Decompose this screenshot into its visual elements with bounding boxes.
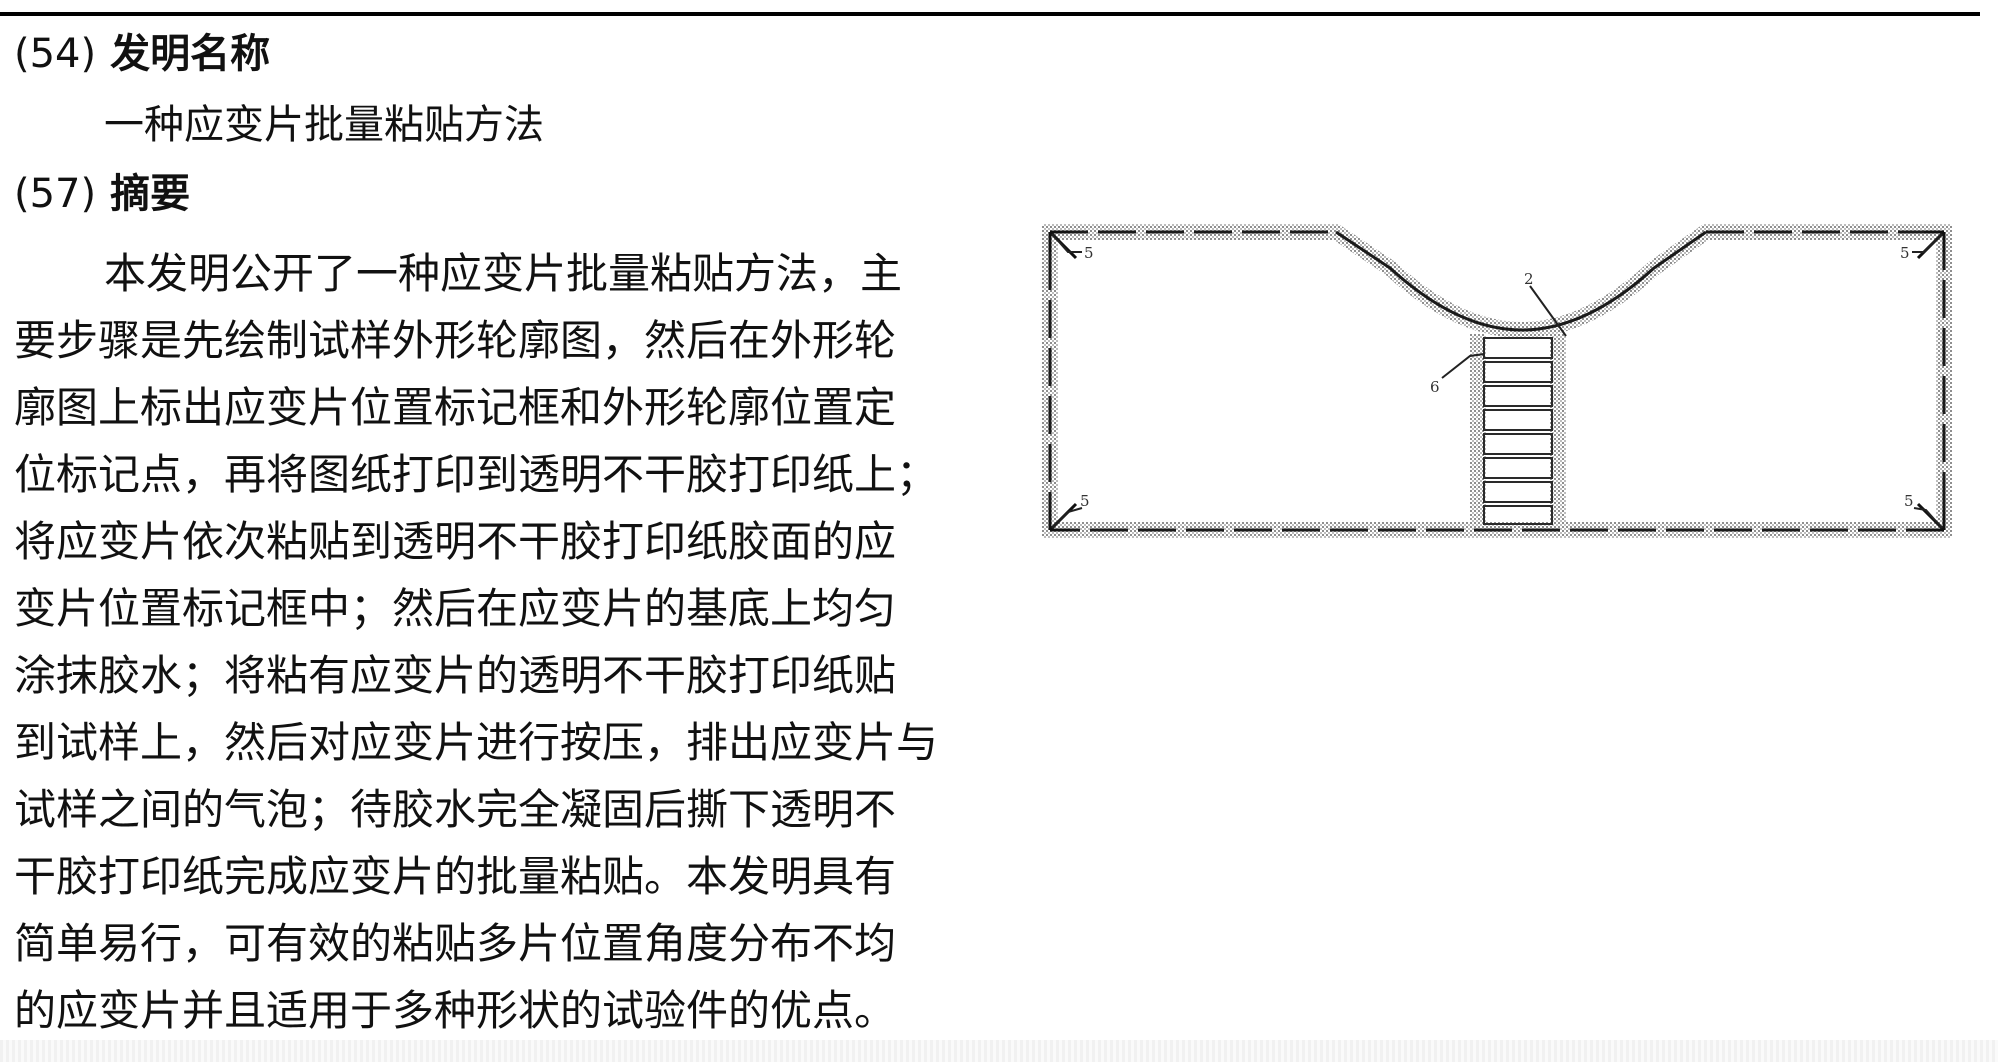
top-rule bbox=[0, 12, 1980, 16]
label-5-bottom-right: 5 bbox=[1904, 492, 1914, 510]
scan-bottom-band bbox=[0, 1040, 1998, 1062]
abstract-line: 涂抹胶水；将粘有应变片的透明不干胶打印纸贴 bbox=[14, 651, 897, 700]
strain-gauge-stack bbox=[1483, 337, 1553, 525]
abstract-line: 变片位置标记框中；然后在应变片的基底上均匀 bbox=[14, 584, 897, 633]
label-2-curve: 2 bbox=[1524, 270, 1534, 288]
abstract-line: 本发明公开了一种应变片批量粘贴方法，主 bbox=[104, 249, 903, 298]
abstract-line: 简单易行，可有效的粘贴多片位置角度分布不均 bbox=[14, 919, 897, 968]
abstract-line: 到试样上，然后对应变片进行按压，排出应变片与 bbox=[14, 718, 939, 767]
section-title-heading: (54) 发明名称 bbox=[14, 30, 270, 78]
invention-title: 一种应变片批量粘贴方法 bbox=[104, 102, 544, 148]
specimen-figure: 5 5 5 5 2 6 bbox=[1042, 224, 1952, 538]
label-6-gauges: 6 bbox=[1430, 378, 1440, 396]
abstract-line: 要步骤是先绘制试样外形轮廓图，然后在外形轮 bbox=[14, 316, 897, 365]
abstract-body: 本发明公开了一种应变片批量粘贴方法，主 要步骤是先绘制试样外形轮廓图，然后在外形… bbox=[14, 240, 1004, 1044]
specimen-outline bbox=[1048, 230, 1946, 532]
label-5-top-left: 5 bbox=[1084, 244, 1094, 262]
abstract-line: 位标记点，再将图纸打印到透明不干胶打印纸上； bbox=[14, 450, 939, 499]
abstract-line: 的应变片并且适用于多种形状的试验件的优点。 bbox=[14, 986, 897, 1035]
specimen-curve bbox=[1335, 230, 1707, 332]
section-number: (57) bbox=[14, 171, 97, 217]
abstract-line: 试样之间的气泡；待胶水完全凝固后撕下透明不 bbox=[14, 785, 897, 834]
abstract-line: 将应变片依次粘贴到透明不干胶打印纸胶面的应 bbox=[14, 517, 897, 566]
leader-lines bbox=[1051, 233, 1943, 529]
section-abstract-heading: (57) 摘要 bbox=[14, 170, 190, 218]
label-5-bottom-left: 5 bbox=[1080, 492, 1090, 510]
section-label: 发明名称 bbox=[110, 31, 271, 77]
abstract-line: 干胶打印纸完成应变片的批量粘贴。本发明具有 bbox=[14, 852, 897, 901]
section-number: (54) bbox=[14, 31, 97, 77]
abstract-line: 廓图上标出应变片位置标记框和外形轮廓位置定 bbox=[14, 383, 897, 432]
section-label: 摘要 bbox=[110, 171, 191, 217]
label-5-top-right: 5 bbox=[1900, 244, 1910, 262]
